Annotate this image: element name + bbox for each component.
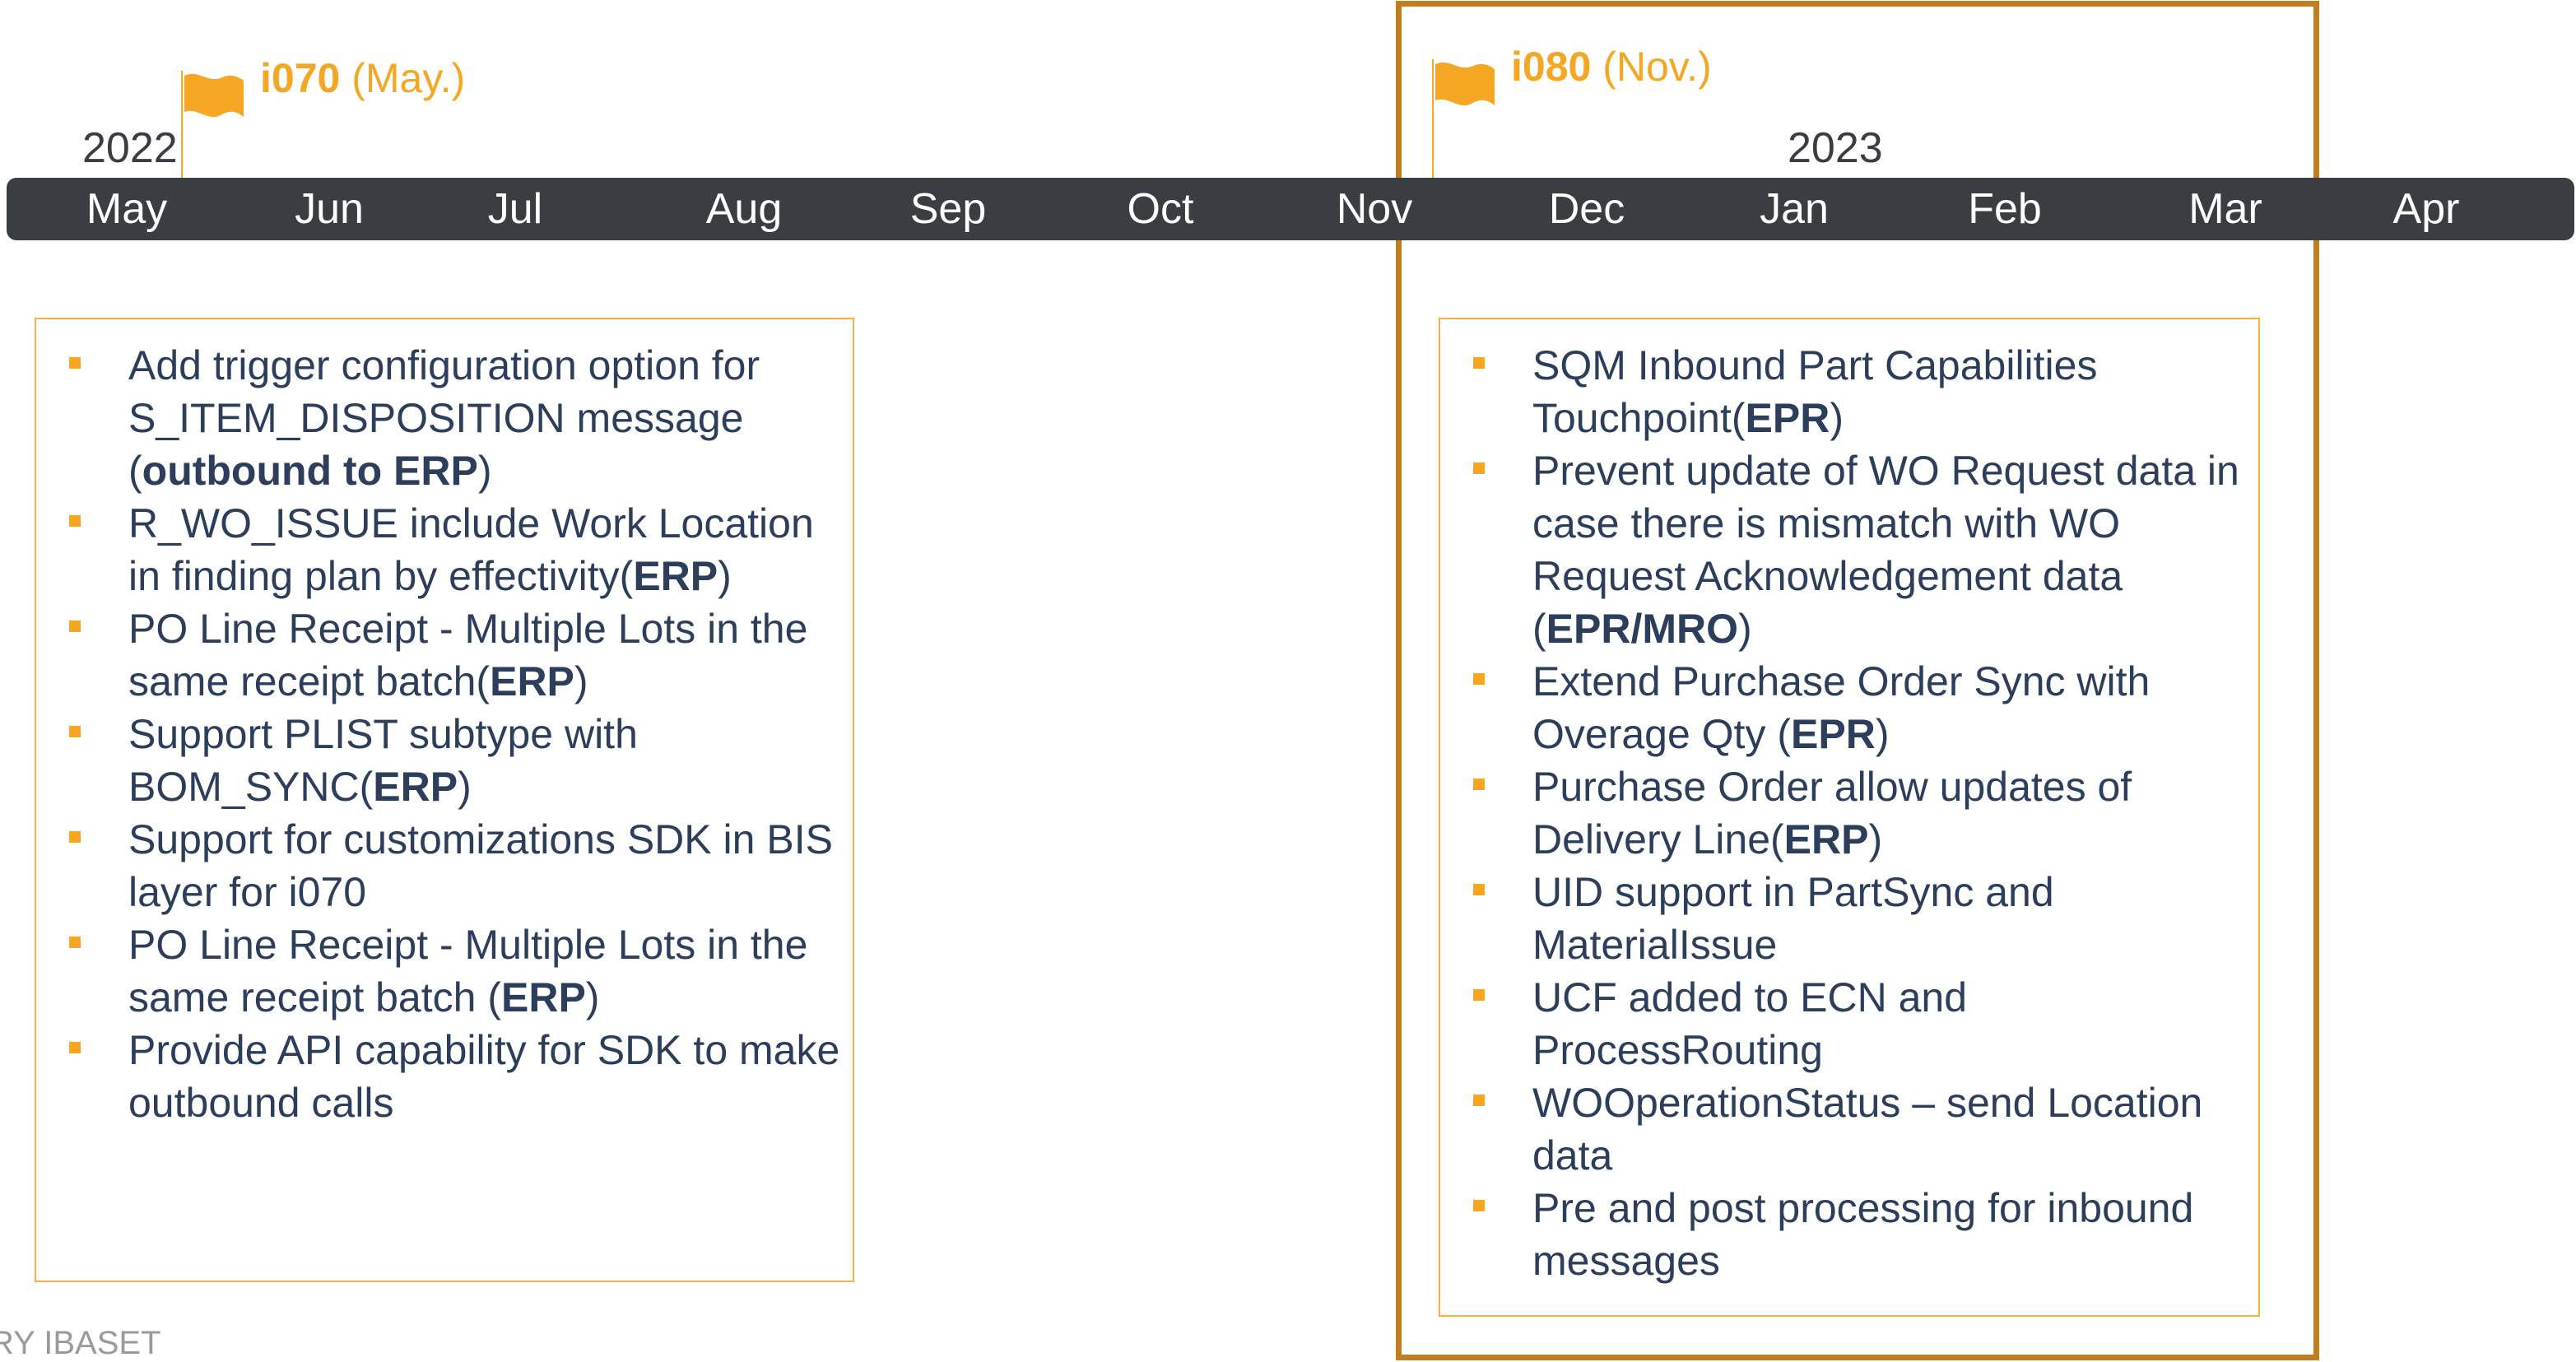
item-tag: ERP bbox=[633, 553, 718, 599]
bullet-icon bbox=[1473, 463, 1485, 474]
item-text: Purchase Order allow updates of Delivery… bbox=[1532, 764, 2132, 862]
footer-text: RY IBASET bbox=[0, 1325, 161, 1361]
bullet-icon bbox=[1473, 673, 1485, 685]
list-item: WOOperationStatus – send Location data bbox=[1440, 1076, 2258, 1182]
item-text: ) bbox=[574, 658, 588, 704]
bullet-icon bbox=[1473, 779, 1485, 790]
month-jun: Jun bbox=[295, 185, 364, 233]
list-item: PO Line Receipt - Multiple Lots in the s… bbox=[36, 602, 853, 708]
item-text: PO Line Receipt - Multiple Lots in the s… bbox=[128, 922, 808, 1020]
milestone-i080-release: i080 bbox=[1511, 44, 1592, 90]
item-text: ) bbox=[585, 974, 600, 1020]
item-text: ) bbox=[1738, 606, 1752, 652]
milestone-i070-pole bbox=[181, 71, 183, 224]
month-mar: Mar bbox=[2188, 185, 2262, 233]
item-tag: ERP bbox=[490, 658, 574, 704]
month-may: May bbox=[86, 185, 168, 233]
timeline-bar: May Jun Jul Aug Sep Oct Nov Dec Jan Feb … bbox=[7, 178, 2574, 240]
list-item: UCF added to ECN and ProcessRouting bbox=[1440, 971, 2258, 1076]
list-item: PO Line Receipt - Multiple Lots in the s… bbox=[36, 918, 853, 1024]
item-text: ) bbox=[718, 553, 732, 599]
item-text: ) bbox=[1868, 816, 1883, 862]
list-item: SQM Inbound Part Capabilities Touchpoint… bbox=[1440, 339, 2258, 444]
month-oct: Oct bbox=[1127, 185, 1194, 233]
item-text: Extend Purchase Order Sync with Overage … bbox=[1532, 658, 2151, 757]
item-text: Prevent update of WO Request data in cas… bbox=[1532, 448, 2239, 652]
bullet-icon bbox=[69, 937, 81, 948]
item-text: Support PLIST subtype with BOM_SYNC( bbox=[128, 711, 638, 810]
bullet-icon bbox=[69, 726, 81, 737]
bullet-icon bbox=[1473, 1200, 1485, 1211]
milestone-i080-pole bbox=[1432, 59, 1434, 212]
year-label-2022: 2022 bbox=[82, 124, 178, 172]
item-tag: EPR bbox=[1791, 711, 1876, 757]
item-text: ) bbox=[1830, 395, 1844, 441]
item-text: WOOperationStatus – send Location data bbox=[1532, 1080, 2203, 1178]
list-item: UID support in PartSync and MaterialIssu… bbox=[1440, 866, 2258, 971]
item-text: UID support in PartSync and MaterialIssu… bbox=[1532, 869, 2054, 968]
item-text: ) bbox=[458, 764, 472, 810]
bullet-icon bbox=[69, 621, 81, 632]
bullet-icon bbox=[69, 831, 81, 843]
month-feb: Feb bbox=[1968, 185, 2042, 233]
item-text: Add trigger configuration option for S_I… bbox=[128, 342, 760, 494]
bullet-icon bbox=[1473, 357, 1485, 369]
bullet-icon bbox=[1473, 884, 1485, 895]
bullet-icon bbox=[1473, 989, 1485, 1001]
bullet-icon bbox=[69, 357, 81, 369]
item-tag: EPR bbox=[1745, 395, 1830, 441]
release-box-i070: Add trigger configuration option for S_I… bbox=[35, 318, 854, 1282]
item-text: ) bbox=[477, 448, 492, 494]
flag-icon bbox=[184, 73, 244, 118]
bullet-icon bbox=[69, 515, 81, 527]
item-tag: ERP bbox=[500, 974, 586, 1020]
item-tag: ERP bbox=[373, 764, 458, 810]
milestone-i080-month: (Nov.) bbox=[1602, 44, 1712, 90]
month-sep: Sep bbox=[909, 185, 987, 233]
month-jul: Jul bbox=[487, 185, 543, 233]
item-text: UCF added to ECN and ProcessRouting bbox=[1532, 974, 1968, 1073]
bullet-icon bbox=[1473, 1095, 1485, 1106]
month-jan: Jan bbox=[1760, 185, 1829, 233]
item-text: Provide API capability for SDK to make o… bbox=[128, 1027, 840, 1126]
month-nov: Nov bbox=[1336, 185, 1413, 233]
milestone-i070-month: (May.) bbox=[351, 55, 466, 101]
list-item: Prevent update of WO Request data in cas… bbox=[1440, 444, 2258, 655]
milestone-i070-release: i070 bbox=[260, 55, 341, 101]
list-item: Pre and post processing for inbound mess… bbox=[1440, 1182, 2258, 1287]
item-text: SQM Inbound Part Capabilities Touchpoint… bbox=[1532, 342, 2098, 441]
milestone-i070-title: i070 (May.) bbox=[260, 54, 465, 102]
item-tag: ERP bbox=[1783, 816, 1869, 862]
list-item: Purchase Order allow updates of Delivery… bbox=[1440, 760, 2258, 866]
release-list-i080: SQM Inbound Part Capabilities Touchpoint… bbox=[1440, 339, 2258, 1287]
list-item: Extend Purchase Order Sync with Overage … bbox=[1440, 655, 2258, 760]
month-aug: Aug bbox=[705, 185, 783, 233]
flag-icon bbox=[1435, 62, 1495, 106]
i080-highlight-frame bbox=[1396, 1, 2319, 1360]
month-apr: Apr bbox=[2392, 185, 2460, 233]
list-item: Provide API capability for SDK to make o… bbox=[36, 1024, 853, 1129]
item-text: Pre and post processing for inbound mess… bbox=[1532, 1185, 2194, 1284]
item-text: R_WO_ISSUE include Work Location in find… bbox=[128, 500, 814, 599]
year-label-2023: 2023 bbox=[1788, 124, 1883, 172]
list-item: Support for customizations SDK in BIS la… bbox=[36, 813, 853, 918]
bullet-icon bbox=[69, 1042, 81, 1053]
item-tag: EPR/MRO bbox=[1546, 606, 1739, 652]
list-item: R_WO_ISSUE include Work Location in find… bbox=[36, 497, 853, 602]
list-item: Add trigger configuration option for S_I… bbox=[36, 339, 853, 497]
release-box-i080: SQM Inbound Part Capabilities Touchpoint… bbox=[1439, 318, 2260, 1317]
list-item: Support PLIST subtype with BOM_SYNC(ERP) bbox=[36, 708, 853, 813]
release-list-i070: Add trigger configuration option for S_I… bbox=[36, 339, 853, 1129]
item-text: ) bbox=[1875, 711, 1890, 757]
milestone-i080-title: i080 (Nov.) bbox=[1511, 43, 1712, 91]
month-dec: Dec bbox=[1548, 185, 1625, 233]
item-tag: outbound to ERP bbox=[142, 448, 478, 494]
item-text: PO Line Receipt - Multiple Lots in the s… bbox=[128, 606, 808, 704]
item-text: Support for customizations SDK in BIS la… bbox=[128, 816, 833, 915]
